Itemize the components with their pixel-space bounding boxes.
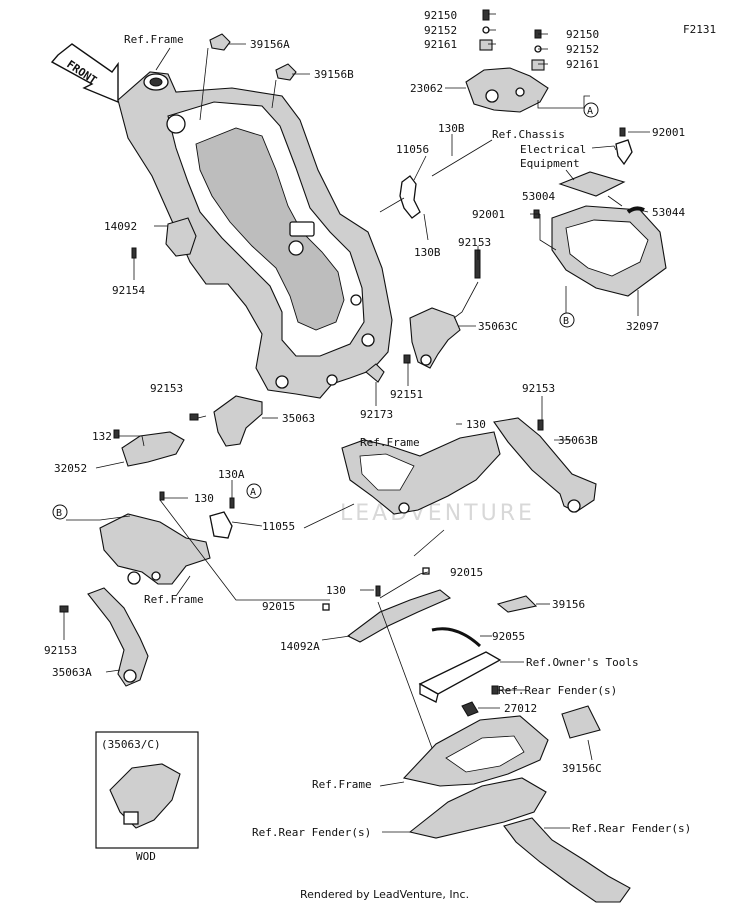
- rear-fender-lower: [408, 777, 547, 839]
- label-92001-b: 92001: [472, 208, 505, 221]
- clip-92001: [533, 127, 633, 219]
- label-39156: 39156: [552, 598, 585, 611]
- label-11056: 11056: [396, 143, 429, 156]
- label-92161-a: 92161: [424, 38, 457, 51]
- ref-frame-mid: Ref.Frame: [360, 436, 420, 449]
- inset-wod: (35063/C) WOD: [95, 731, 199, 863]
- label-130-b: 130: [194, 492, 214, 505]
- svg-text:A: A: [587, 106, 593, 117]
- svg-text:WOD: WOD: [136, 850, 156, 863]
- ref-chassis-1: Ref.Chassis: [492, 128, 565, 141]
- label-92150-b: 92150: [566, 28, 599, 41]
- bolts-top: [479, 9, 545, 71]
- rear-fender-tail: [503, 817, 631, 903]
- label-92015-b: 92015: [262, 600, 295, 613]
- ref-chassis-3: Equipment: [520, 157, 580, 170]
- tray-32097: [551, 205, 667, 297]
- label-11055: 11055: [262, 520, 295, 533]
- label-39156a: 39156A: [250, 38, 290, 51]
- ref-frame-top: Ref.Frame: [124, 33, 184, 46]
- label-92015-a: 92015: [450, 566, 483, 579]
- main-frame: [117, 71, 393, 399]
- svg-text:LEADVENTURE: LEADVENTURE: [340, 501, 535, 526]
- frame-member-mid: [341, 431, 501, 515]
- ref-owners-tools: Ref.Owner's Tools: [526, 656, 639, 669]
- label-35063c: 35063C: [478, 320, 518, 333]
- label-35063a: 35063A: [52, 666, 92, 679]
- label-32097: 32097: [626, 320, 659, 333]
- bracket-23062: [465, 67, 549, 113]
- label-92001-a: 92001: [652, 126, 685, 139]
- footrest-35063: [189, 395, 263, 447]
- label-23062: 23062: [410, 82, 443, 95]
- label-35063: 35063: [282, 412, 315, 425]
- ref-chassis-2: Electrical: [520, 143, 586, 156]
- ref-rear-fender-1: Ref.Rear Fender(s): [498, 684, 617, 697]
- ref-frame-bottom: Ref.Frame: [312, 778, 372, 791]
- label-14092: 14092: [104, 220, 137, 233]
- pad-39156a: [209, 33, 231, 51]
- label-92153-b: 92153: [150, 382, 183, 395]
- front-arrow-icon: FRONT: [50, 43, 119, 104]
- label-27012: 27012: [504, 702, 537, 715]
- label-92152-a: 92152: [424, 24, 457, 37]
- strap-92055: [431, 627, 482, 648]
- label-92154: 92154: [112, 284, 145, 297]
- callout-a-top: A: [583, 102, 599, 118]
- label-39156b: 39156B: [314, 68, 354, 81]
- bracket-32052: [113, 429, 185, 467]
- pad-39156b: [275, 63, 297, 81]
- label-14092a: 14092A: [280, 640, 320, 653]
- footrest-bracket-left: [99, 513, 211, 585]
- label-132: 132: [92, 430, 112, 443]
- label-92173: 92173: [360, 408, 393, 421]
- label-92161-b: 92161: [566, 58, 599, 71]
- pad-39156c: [561, 705, 601, 739]
- owners-tools-pouch: [418, 651, 502, 703]
- footrest-35063b: [493, 417, 597, 513]
- bracket-11055: [159, 491, 235, 539]
- label-92151: 92151: [390, 388, 423, 401]
- ref-rear-fender-3: Ref.Rear Fender(s): [572, 822, 691, 835]
- callout-a-mid: A: [246, 483, 262, 499]
- bracket-11056: [399, 175, 421, 219]
- pad-39156: [496, 595, 538, 613]
- label-92153-a: 92153: [458, 236, 491, 249]
- label-92150-a: 92150: [424, 9, 457, 22]
- label-130-a: 130: [466, 418, 486, 431]
- label-92153-d: 92153: [44, 644, 77, 657]
- bracket-14092: [131, 217, 197, 259]
- label-92152-b: 92152: [566, 43, 599, 56]
- footrest-35063c: [409, 249, 481, 369]
- footer-credit: Rendered by LeadVenture, Inc.: [300, 888, 469, 901]
- label-130-c: 130: [326, 584, 346, 597]
- ref-frame-left: Ref.Frame: [144, 593, 204, 606]
- callout-b-left: B: [52, 504, 68, 520]
- label-32052: 32052: [54, 462, 87, 475]
- rear-subframe: [402, 715, 549, 787]
- label-53044: 53044: [652, 206, 685, 219]
- label-53004: 53004: [522, 190, 555, 203]
- label-35063b: 35063B: [558, 434, 598, 447]
- svg-text:A: A: [250, 487, 256, 498]
- leader-lines: [63, 13, 650, 833]
- strap-53044: [626, 206, 645, 214]
- figure-code: F2131: [683, 23, 716, 36]
- ref-rear-fender-2: Ref.Rear Fender(s): [252, 826, 371, 839]
- label-92153-c: 92153: [522, 382, 555, 395]
- label-130b-a: 130B: [438, 122, 465, 135]
- parts-92151-92173: [365, 354, 411, 383]
- callout-b-right: B: [559, 312, 575, 328]
- label-92055: 92055: [492, 630, 525, 643]
- label-130b-b: 130B: [414, 246, 441, 259]
- label-130a: 130A: [218, 468, 245, 481]
- svg-text:B: B: [563, 316, 569, 327]
- svg-text:B: B: [56, 508, 62, 519]
- bar-14092a: [322, 567, 452, 643]
- parts-27012: [461, 685, 499, 717]
- label-39156c: 39156C: [562, 762, 602, 775]
- pad-53004: [558, 171, 626, 197]
- svg-text:(35063/C): (35063/C): [101, 738, 161, 751]
